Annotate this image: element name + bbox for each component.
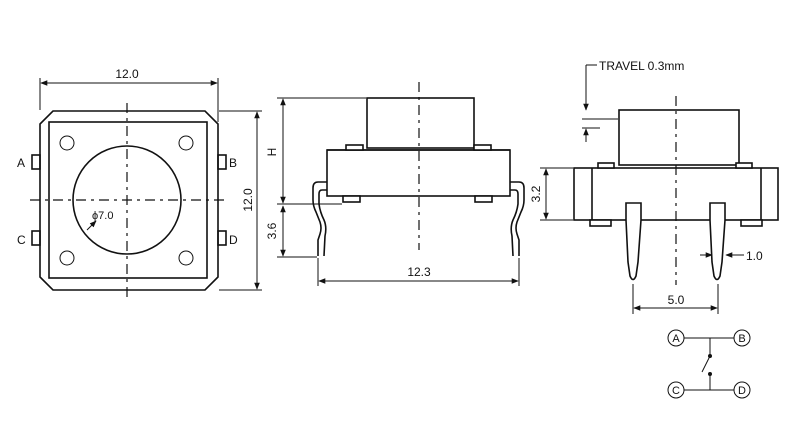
pin-label-b: B bbox=[229, 156, 237, 170]
side-width-label: 12.3 bbox=[407, 265, 431, 279]
front-view-pin-left bbox=[625, 202, 642, 281]
top-width-label: 12.0 bbox=[115, 67, 139, 81]
schematic-node-a bbox=[667, 329, 685, 347]
corner-post bbox=[178, 250, 194, 266]
pin-length-label: 3.6 bbox=[265, 222, 279, 239]
front-view-tab bbox=[589, 219, 612, 227]
travel-label: TRAVEL 0.3mm bbox=[599, 59, 684, 73]
height-label: H bbox=[265, 148, 279, 157]
front-view-pin-right bbox=[709, 202, 726, 281]
side-view-tab bbox=[474, 195, 493, 203]
side-view-plunger bbox=[366, 97, 475, 149]
schematic-label-c: C bbox=[672, 385, 680, 397]
schematic-contact bbox=[708, 372, 712, 376]
switch-schematic: A B C D bbox=[667, 329, 751, 399]
body-height-label: 3.2 bbox=[529, 185, 543, 202]
side-view-tab bbox=[345, 144, 364, 151]
corner-post bbox=[178, 135, 194, 151]
schematic-label-a: A bbox=[672, 333, 680, 345]
corner-post bbox=[59, 135, 75, 151]
front-view-tab bbox=[597, 162, 615, 169]
schematic-switch-blade bbox=[701, 355, 711, 373]
top-view-cap-circle bbox=[72, 145, 182, 255]
side-view-lead-left bbox=[312, 181, 327, 257]
diameter-leader bbox=[86, 220, 97, 231]
pin-label-d: D bbox=[229, 233, 238, 247]
schematic-node-c bbox=[667, 381, 685, 399]
schematic-label-d: D bbox=[738, 385, 746, 397]
front-view-plunger bbox=[618, 109, 740, 166]
pin-pitch-label: 5.0 bbox=[668, 293, 685, 307]
schematic-node-b bbox=[733, 329, 751, 347]
side-view-lead-right bbox=[510, 181, 525, 257]
front-view-tab bbox=[740, 219, 763, 227]
front-view-tab bbox=[735, 162, 753, 169]
pin-label-a: A bbox=[17, 156, 25, 170]
schematic-label-b: B bbox=[738, 333, 745, 345]
corner-post bbox=[59, 250, 75, 266]
front-view: TRAVEL 0.3mm 3.2 1.0 5.0 bbox=[529, 59, 779, 314]
pin-label-c: C bbox=[17, 233, 26, 247]
pin-width-label: 1.0 bbox=[746, 249, 763, 263]
top-view-outline bbox=[39, 110, 219, 291]
terminal-d bbox=[217, 230, 227, 246]
cap-diameter-label: ϕ7.0 bbox=[92, 210, 113, 222]
terminal-b bbox=[217, 154, 227, 170]
terminal-a bbox=[31, 154, 41, 170]
schematic-node-d bbox=[733, 381, 751, 399]
side-view-tab bbox=[342, 195, 361, 203]
top-height-label: 12.0 bbox=[241, 188, 255, 212]
top-view: A B C D 12.0 12.0 ϕ7.0 bbox=[17, 67, 262, 302]
terminal-c bbox=[31, 230, 41, 246]
side-view-tab bbox=[473, 144, 492, 151]
side-view: H 3.6 12.3 bbox=[265, 82, 525, 286]
